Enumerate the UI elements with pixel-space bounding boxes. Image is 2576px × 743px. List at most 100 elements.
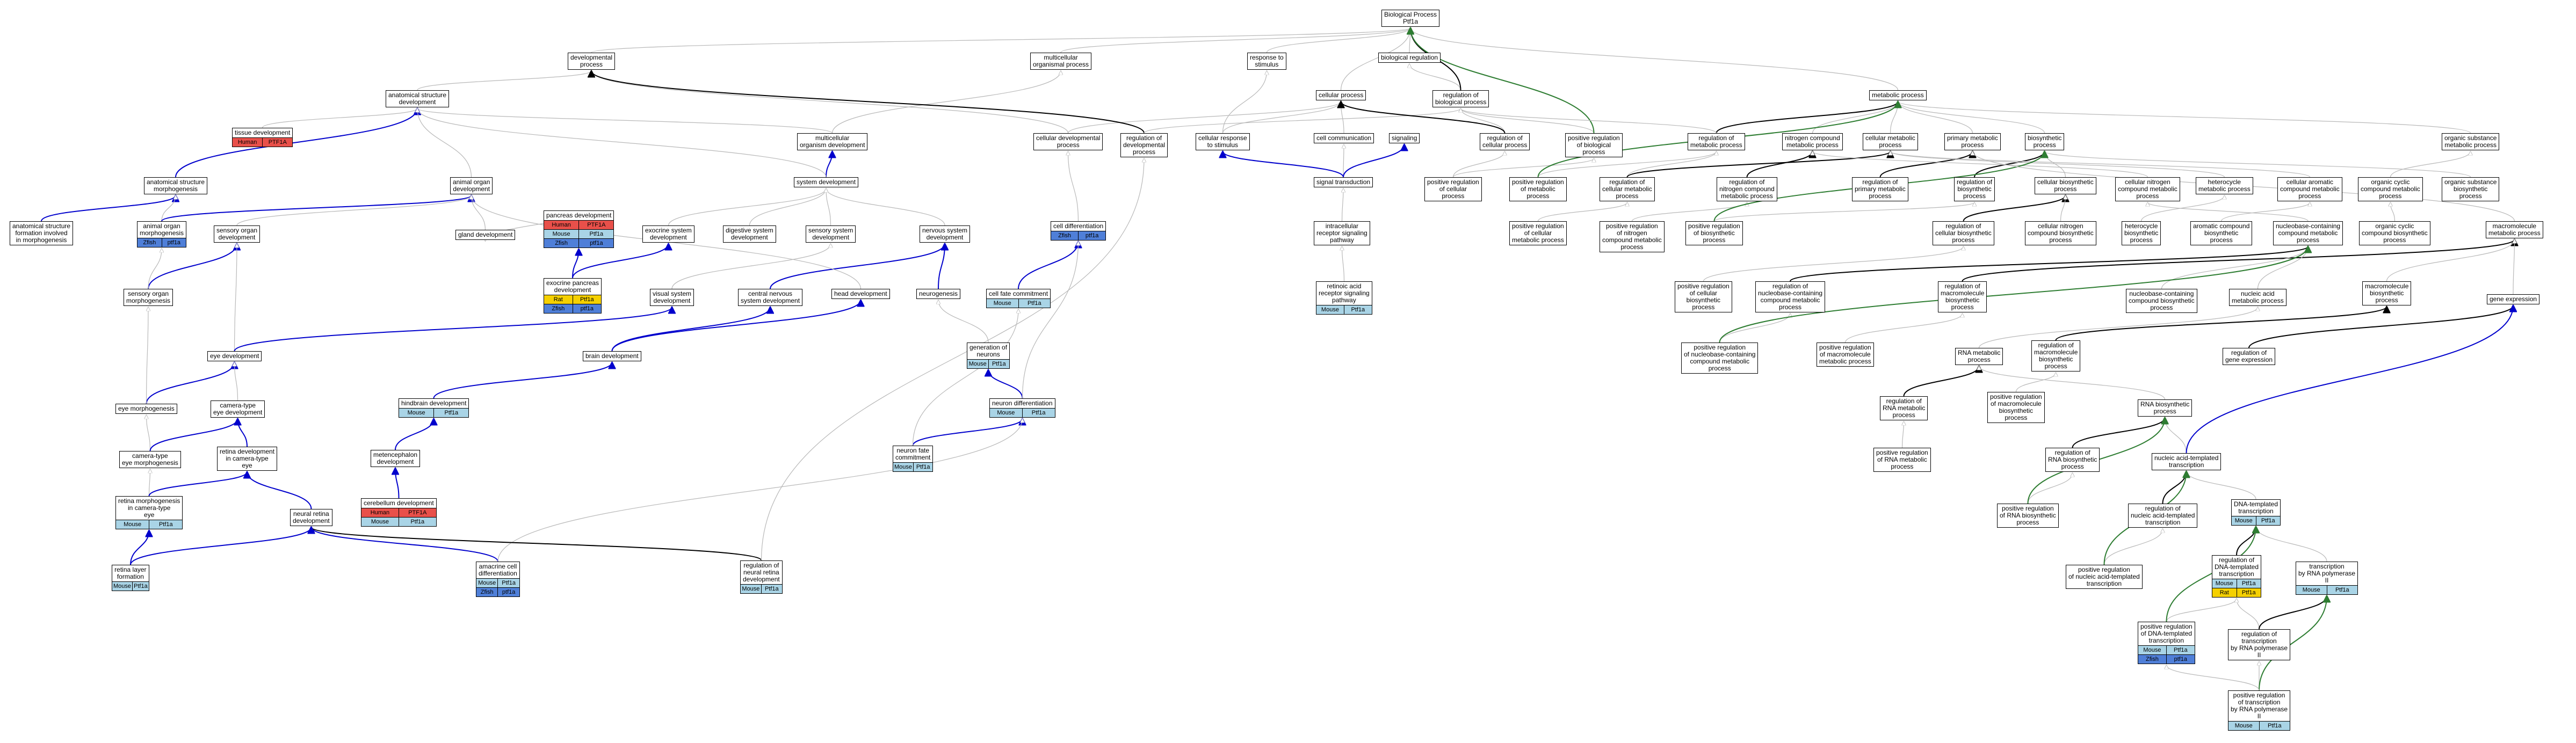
go-term-orgcycmet[interactable]: organic cyclic compound metabolic proces… [2358, 177, 2423, 201]
go-term-reggeneexpr[interactable]: regulation of gene expression [2223, 348, 2276, 365]
go-term-nucacidtrans[interactable]: nucleic acid-templated transcription [2152, 453, 2222, 470]
go-term-posregbio[interactable]: positive regulation of biological proces… [1565, 133, 1623, 157]
go-term-regmacrobiosyn[interactable]: regulation of macromolecule biosynthetic… [1938, 281, 1987, 312]
go-term-anatmorph[interactable]: anatomical structure morphogenesis [144, 177, 208, 194]
go-term-sigtrans[interactable]: signal transduction [1314, 177, 1373, 187]
go-term-cns[interactable]: central nervous system development [738, 289, 803, 306]
go-term-signaling[interactable]: signaling [1389, 133, 1420, 143]
go-term-geneexpr[interactable]: gene expression [2487, 294, 2540, 304]
go-term-posregmacrobio[interactable]: positive regulation of macromolecule bio… [1987, 392, 2045, 423]
go-term-posregcellmetab[interactable]: positive regulation of cellular metaboli… [1509, 221, 1567, 245]
go-term-headdev[interactable]: head development [831, 289, 890, 299]
go-term-anatdev[interactable]: anatomical structure development [386, 90, 450, 107]
go-term-regprimmetab[interactable]: regulation of primary metabolic process [1852, 177, 1908, 201]
go-term-retinoic[interactable]: retinoic acid receptor signaling pathway… [1316, 281, 1372, 315]
go-term-regmetab[interactable]: regulation of metabolic process [1688, 133, 1745, 150]
go-term-brainldev[interactable]: brain development [583, 351, 641, 361]
go-term-cellbiosyn[interactable]: cellular biosynthetic process [2035, 177, 2096, 194]
go-term-posregcellproc[interactable]: positive regulation of cellular process [1424, 177, 1482, 201]
go-term-nucbasemet[interactable]: nucleobase-containing compound metabolic… [2273, 221, 2343, 245]
go-term-celldevproc[interactable]: cellular developmental process [1033, 133, 1103, 150]
go-term-cellproc[interactable]: cellular process [1316, 90, 1366, 100]
go-term-camtypeeye[interactable]: camera-type eye development [211, 400, 265, 418]
go-term-eyedev[interactable]: eye development [207, 351, 262, 361]
go-term-animorgdev[interactable]: animal organ development [450, 177, 493, 194]
go-term-posregrnamet[interactable]: positive regulation of RNA metabolic pro… [1873, 448, 1931, 472]
go-term-heterobiosyn[interactable]: heterocycle biosynthetic process [2122, 221, 2161, 245]
go-term-cellarommet[interactable]: cellular aromatic compound metabolic pro… [2277, 177, 2342, 201]
go-term-glanddev[interactable]: gland development [455, 230, 516, 240]
go-term-sensorgmorph[interactable]: sensory organ morphogenesis [124, 289, 173, 306]
go-term-arombiosyn[interactable]: aromatic compound biosynthetic process [2190, 221, 2253, 245]
go-term-regnucbasemet[interactable]: regulation of nucleobase-containing comp… [1755, 281, 1826, 312]
go-term-sysdev[interactable]: system development [794, 177, 859, 187]
go-term-regncmetab[interactable]: regulation of nitrogen compound metaboli… [1717, 177, 1777, 201]
go-term-digsys[interactable]: digestive system development [723, 225, 776, 243]
go-term-eyemorph[interactable]: eye morphogenesis [115, 404, 177, 414]
go-term-heteromet[interactable]: heterocycle metabolic process [2196, 177, 2253, 194]
go-term-cellnitrometab[interactable]: cellular nitrogen compound metabolic pro… [2115, 177, 2180, 201]
go-term-posregdnatrans[interactable]: positive regulation of DNA-templated tra… [2138, 622, 2195, 664]
go-term-posregmetab[interactable]: positive regulation of metabolic process [1509, 177, 1567, 201]
go-term-multiorg[interactable]: multicellular organismal process [1030, 53, 1092, 70]
go-term-metenceph[interactable]: metencephalon development [371, 450, 421, 467]
go-term-posregtranspol[interactable]: positive regulation of transcription by … [2228, 690, 2291, 731]
go-term-cellrespstim[interactable]: cellular response to stimulus [1196, 133, 1250, 150]
go-term-primmetab[interactable]: primary metabolic process [1944, 133, 2001, 150]
go-term-orgcycbiosyn[interactable]: organic cyclic compound biosynthetic pro… [2359, 221, 2430, 245]
go-term-posregncmetab[interactable]: positive regulation of nitrogen compound… [1600, 221, 1665, 252]
go-term-posregrnabio[interactable]: positive regulation of RNA biosynthetic … [1997, 504, 2059, 528]
go-term-posregcellbiosyn[interactable]: positive regulation of cellular biosynth… [1675, 281, 1732, 312]
go-term-regcellproc[interactable]: regulation of cellular process [1480, 133, 1530, 150]
go-term-macrobiosyn[interactable]: macromolecule biosynthetic process [2362, 281, 2412, 305]
go-term-posregnucbase[interactable]: positive regulation of nucleobase-contai… [1681, 343, 1759, 374]
go-term-regrnabiosyn[interactable]: regulation of RNA biosynthetic process [2045, 448, 2100, 472]
go-term-nervsys[interactable]: nervous system development [920, 225, 971, 243]
go-term-bp[interactable]: Biological Process Ptf1a [1381, 10, 1440, 27]
go-term-rnamet[interactable]: RNA metabolic process [1955, 348, 2003, 365]
go-term-bioreg[interactable]: biological regulation [1378, 53, 1441, 63]
go-term-posregmacromet[interactable]: positive regulation of macromolecule met… [1817, 343, 1874, 367]
go-term-regcellbiosyn[interactable]: regulation of cellular biosynthetic proc… [1933, 221, 1994, 245]
go-term-camtypemorph[interactable]: camera-type eye morphogenesis [119, 451, 181, 468]
go-term-visualsys[interactable]: visual system development [650, 289, 694, 306]
go-term-regbio[interactable]: regulation of biological process [1432, 90, 1489, 107]
go-term-regnucacidtrans[interactable]: regulation of nucleic acid-templated tra… [2128, 504, 2198, 528]
go-term-senssys[interactable]: sensory system development [806, 225, 856, 243]
go-term-ncmetab[interactable]: nitrogen compound metabolic process [1782, 133, 1843, 150]
go-term-posregnucacid[interactable]: positive regulation of nucleic acid-temp… [2066, 565, 2143, 589]
go-term-biosyn[interactable]: biosynthetic process [2025, 133, 2065, 150]
go-term-cellmetab[interactable]: cellular metabolic process [1863, 133, 1918, 150]
go-term-nucacidmet[interactable]: nucleic acid metabolic process [2229, 289, 2286, 306]
go-term-devproc[interactable]: developmental process [568, 53, 616, 70]
go-term-cellnitrobiosyn[interactable]: cellular nitrogen compound biosynthetic … [2025, 221, 2096, 245]
go-term-anatform[interactable]: anatomical structure formation involved … [10, 221, 74, 245]
go-term-regmacromet[interactable]: regulation of macromolecule biosynthetic… [2031, 340, 2081, 372]
go-term-orgsubmetab[interactable]: organic substance metabolic process [2442, 133, 2500, 150]
go-term-macromet[interactable]: macromolecule metabolic process [2486, 221, 2543, 238]
go-term-cellcomm[interactable]: cell communication [1314, 133, 1374, 143]
go-term-neuralretina[interactable]: neural retina development [290, 509, 332, 526]
go-term-retinadev[interactable]: retina development in camera-type eye [217, 447, 278, 471]
go-term-respstim[interactable]: response to stimulus [1247, 53, 1286, 70]
go-term-orgsubbiosyn[interactable]: organic substance biosynthetic process [2442, 177, 2500, 201]
go-term-multidev[interactable]: multicellular organism development [797, 133, 868, 150]
go-term-neurogen[interactable]: neurogenesis [916, 289, 961, 299]
go-term-nucbasebiosyn[interactable]: nucleobase-containing compound biosynthe… [2126, 289, 2197, 313]
go-term-rnabiosyn[interactable]: RNA biosynthetic process [2138, 399, 2193, 417]
